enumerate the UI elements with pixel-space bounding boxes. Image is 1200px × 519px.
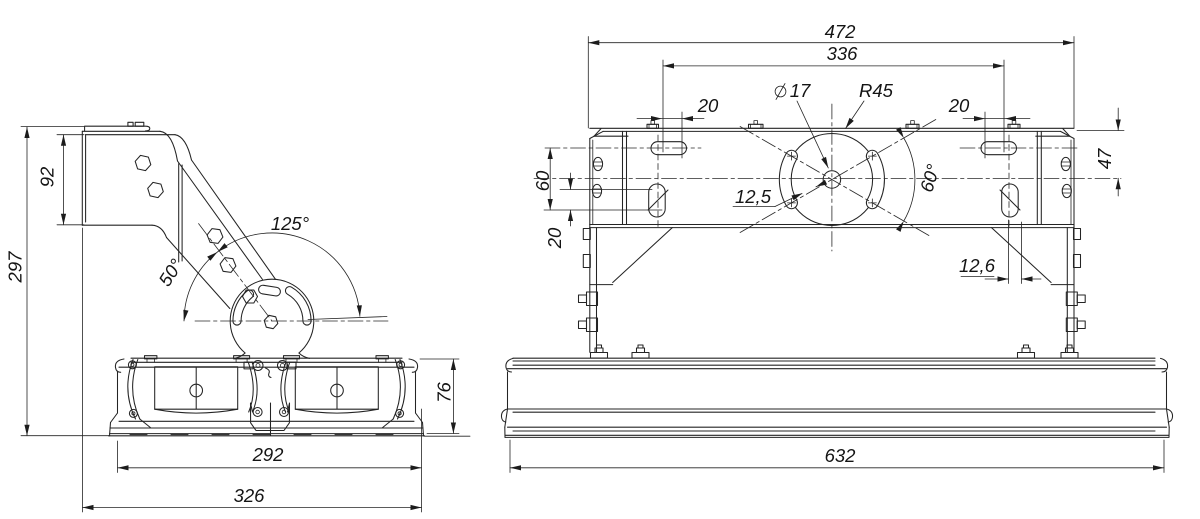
svg-text:20: 20 [948,95,970,116]
svg-text:297: 297 [5,251,26,284]
svg-text:R45: R45 [859,80,894,101]
svg-text:92: 92 [37,166,58,187]
svg-text:326: 326 [234,485,266,506]
svg-text:336: 336 [827,43,859,64]
svg-text:60: 60 [532,170,553,191]
svg-text:12,5: 12,5 [735,186,772,207]
svg-text:76: 76 [434,382,455,403]
svg-text:20: 20 [544,227,565,249]
svg-text:472: 472 [825,21,857,42]
svg-text:20: 20 [697,95,719,116]
svg-text:292: 292 [252,444,285,465]
svg-text:125°: 125° [271,213,309,234]
svg-text:17: 17 [790,80,811,101]
svg-text:632: 632 [825,445,857,466]
svg-text:47: 47 [1094,148,1115,169]
svg-text:12,6: 12,6 [959,255,996,276]
